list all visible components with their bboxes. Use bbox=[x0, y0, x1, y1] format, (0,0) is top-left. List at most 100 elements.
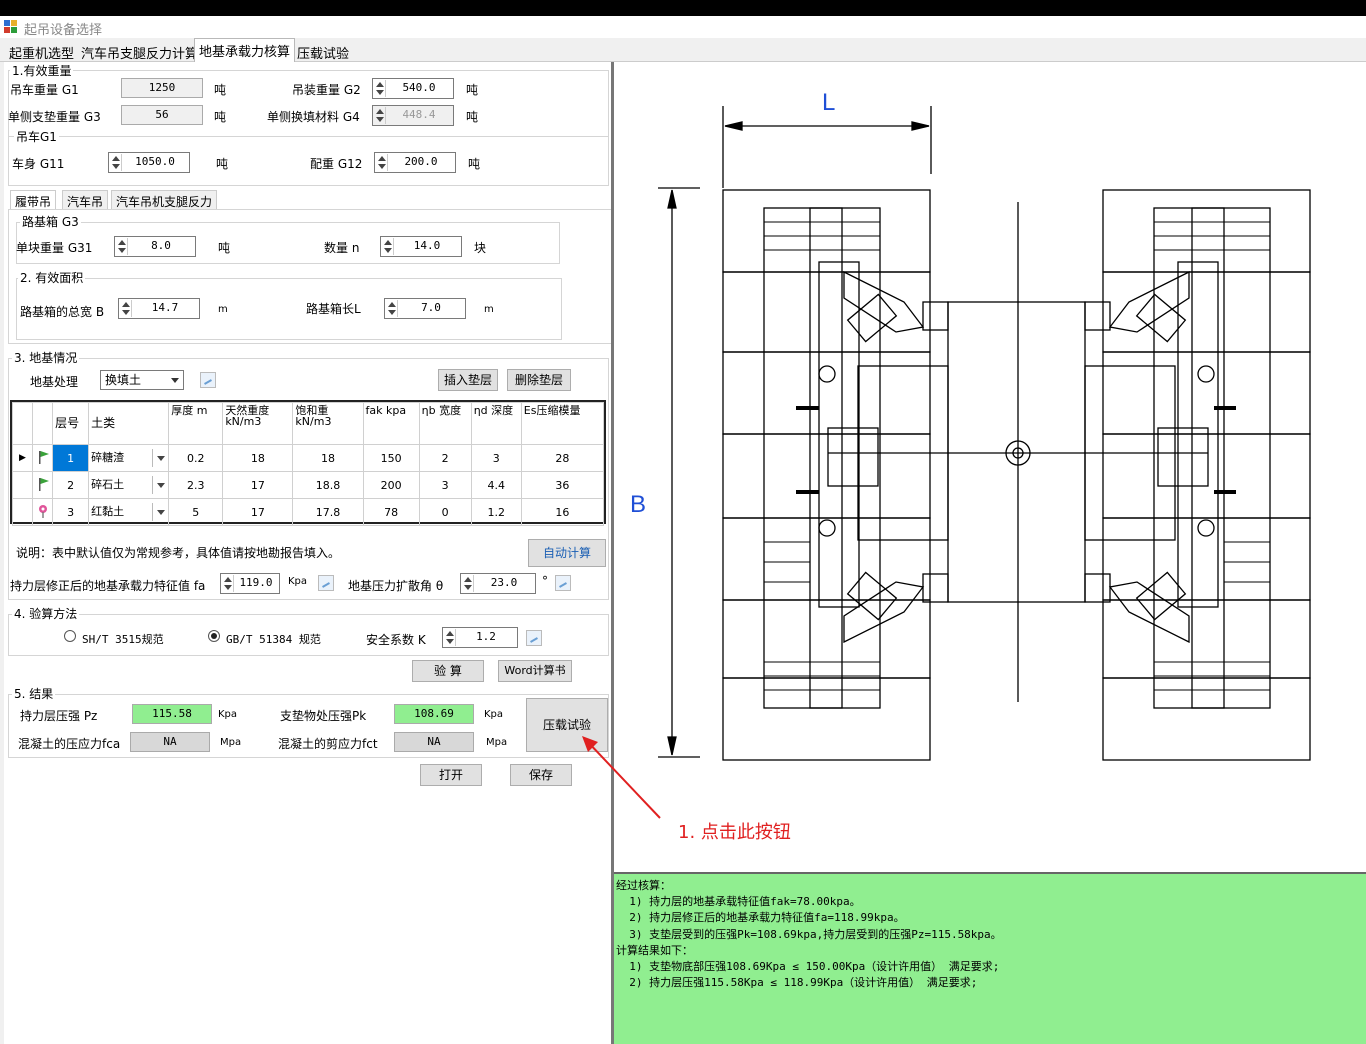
splitter[interactable] bbox=[611, 62, 614, 1044]
section4-title: 4. 验算方法 bbox=[12, 605, 80, 622]
theta-info-icon[interactable] bbox=[555, 575, 571, 591]
natural-weight-cell[interactable]: 17 bbox=[222, 471, 294, 499]
soil-type-cell[interactable]: 红黏土 bbox=[88, 498, 170, 526]
spin-icon[interactable] bbox=[376, 154, 388, 171]
result-line: 2) 持力层修正后的地基承载力特征值fa=118.99kpa。 bbox=[616, 911, 905, 925]
spin-icon bbox=[374, 107, 386, 124]
table-row[interactable]: 3 红黏土 5 17 17.8 78 0 1.2 16 bbox=[11, 498, 605, 526]
radio-sht-3515[interactable] bbox=[64, 630, 76, 642]
table-row[interactable]: ▶ 1 碎糖渣 0.2 18 18 150 2 3 28 bbox=[11, 444, 605, 472]
tab-outrigger-reaction[interactable]: 汽车吊支腿反力计算 bbox=[81, 47, 199, 62]
eta-d-cell[interactable]: 3 bbox=[470, 444, 522, 472]
radio-sht-3515-label[interactable]: SH/T 3515规范 bbox=[82, 633, 164, 646]
layer-no-cell[interactable]: 1 bbox=[52, 444, 90, 472]
chevron-down-icon[interactable] bbox=[152, 503, 168, 521]
eta-b-cell[interactable]: 2 bbox=[418, 444, 472, 472]
n-stepper[interactable]: 14.0 bbox=[380, 236, 462, 257]
spin-icon[interactable] bbox=[386, 300, 398, 317]
theta-stepper[interactable]: 23.0 bbox=[460, 573, 536, 594]
fa-info-icon[interactable] bbox=[318, 575, 334, 591]
eta-d-cell[interactable]: 4.4 bbox=[470, 471, 522, 499]
auto-calc-button[interactable]: 自动计算 bbox=[528, 539, 606, 567]
g2-label: 吊装重量 G2 bbox=[292, 83, 361, 97]
result-group bbox=[8, 694, 609, 758]
save-button[interactable]: 保存 bbox=[510, 764, 572, 786]
word-report-button[interactable]: Word计算书 bbox=[498, 660, 572, 682]
insert-layer-button[interactable]: 插入垫层 bbox=[438, 369, 498, 391]
subtab-truck-outrigger[interactable]: 汽车吊机支腿反力 bbox=[111, 190, 218, 210]
col-natural-weight: 天然重度 kN/m3 bbox=[222, 402, 294, 445]
saturated-weight-cell[interactable]: 18 bbox=[292, 444, 364, 472]
pz-value: 115.58 bbox=[132, 704, 212, 724]
chevron-down-icon[interactable] bbox=[152, 476, 168, 494]
b-stepper[interactable]: 14.7 bbox=[118, 298, 200, 319]
es-cell[interactable]: 36 bbox=[520, 471, 605, 499]
subtab-truck[interactable]: 汽车吊 bbox=[62, 190, 109, 210]
spin-icon[interactable] bbox=[222, 575, 234, 592]
es-cell[interactable]: 28 bbox=[520, 444, 605, 472]
soil-type-cell[interactable]: 碎糖渣 bbox=[88, 444, 170, 472]
input-panel: 1.有效重量 吊车重量 G1 1250 吨 吊装重量 G2 540.0 吨 单侧… bbox=[4, 62, 612, 1044]
l-stepper[interactable]: 7.0 bbox=[384, 298, 466, 319]
eta-b-cell[interactable]: 0 bbox=[418, 498, 472, 526]
spin-icon[interactable] bbox=[116, 238, 128, 255]
spin-icon[interactable] bbox=[110, 154, 122, 171]
section1-title: 1.有效重量 bbox=[10, 62, 74, 79]
flag-icon bbox=[32, 471, 54, 499]
col-layer-no: 层号 bbox=[52, 402, 90, 445]
natural-weight-cell[interactable]: 18 bbox=[222, 444, 294, 472]
col-soil-type: 土类 bbox=[88, 402, 170, 445]
open-button[interactable]: 打开 bbox=[420, 764, 482, 786]
saturated-weight-cell[interactable]: 17.8 bbox=[292, 498, 364, 526]
col-es: Es压缩模量 bbox=[520, 402, 605, 445]
g4-stepper: 448.4 bbox=[372, 105, 454, 126]
chevron-down-icon[interactable] bbox=[152, 449, 168, 467]
ground-condition-group bbox=[8, 358, 609, 600]
table-row[interactable]: 2 碎石土 2.3 17 18.8 200 3 4.4 36 bbox=[11, 471, 605, 499]
g3-label: 单侧支垫重量 G3 bbox=[8, 110, 101, 124]
fa-stepper[interactable]: 119.0 bbox=[220, 573, 280, 594]
delete-layer-button[interactable]: 删除垫层 bbox=[507, 369, 571, 391]
radio-gbt-51384-label[interactable]: GB/T 51384 规范 bbox=[226, 633, 321, 646]
tab-crane-selection[interactable]: 起重机选型 bbox=[9, 47, 75, 62]
spin-icon[interactable] bbox=[120, 300, 132, 317]
natural-weight-cell[interactable]: 17 bbox=[222, 498, 294, 526]
fak-cell[interactable]: 150 bbox=[362, 444, 420, 472]
eta-d-cell[interactable]: 1.2 bbox=[470, 498, 522, 526]
fak-cell[interactable]: 78 bbox=[362, 498, 420, 526]
spin-icon[interactable] bbox=[382, 238, 394, 255]
g31-stepper[interactable]: 8.0 bbox=[114, 236, 196, 257]
treatment-info-icon[interactable] bbox=[200, 372, 216, 388]
calculate-button[interactable]: 验 算 bbox=[412, 660, 484, 682]
k-stepper[interactable]: 1.2 bbox=[442, 627, 518, 648]
radio-gbt-51384[interactable] bbox=[208, 630, 220, 642]
fa-unit: Kpa bbox=[288, 576, 308, 587]
flag-icon bbox=[32, 444, 54, 472]
treatment-select[interactable]: 换填土 bbox=[100, 370, 184, 390]
spin-icon[interactable] bbox=[374, 80, 386, 97]
layer-no-cell[interactable]: 3 bbox=[52, 498, 90, 526]
g12-stepper[interactable]: 200.0 bbox=[374, 152, 456, 173]
section5-title: 5. 结果 bbox=[12, 685, 56, 702]
spin-icon[interactable] bbox=[462, 575, 474, 592]
eta-b-cell[interactable]: 3 bbox=[418, 471, 472, 499]
fak-cell[interactable]: 200 bbox=[362, 471, 420, 499]
current-row-indicator: ▶ bbox=[11, 444, 34, 472]
mat-group bbox=[16, 222, 560, 264]
k-info-icon[interactable] bbox=[526, 630, 542, 646]
g11-stepper[interactable]: 1050.0 bbox=[108, 152, 190, 173]
soil-type-cell[interactable]: 碎石土 bbox=[88, 471, 170, 499]
saturated-weight-cell[interactable]: 18.8 bbox=[292, 471, 364, 499]
thickness-cell[interactable]: 5 bbox=[168, 498, 224, 526]
tab-foundation-check[interactable]: 地基承载力核算 bbox=[194, 38, 296, 62]
layer-no-cell[interactable]: 2 bbox=[52, 471, 90, 499]
thickness-cell[interactable]: 2.3 bbox=[168, 471, 224, 499]
tab-load-test[interactable]: 压载试验 bbox=[297, 47, 350, 62]
es-cell[interactable]: 16 bbox=[520, 498, 605, 526]
subtab-crawler[interactable]: 履带吊 bbox=[10, 190, 57, 210]
g2-stepper[interactable]: 540.0 bbox=[372, 78, 454, 99]
thickness-cell[interactable]: 0.2 bbox=[168, 444, 224, 472]
spin-icon[interactable] bbox=[444, 629, 456, 646]
diagram-panel: L B bbox=[614, 62, 1366, 872]
row-header bbox=[11, 498, 34, 526]
